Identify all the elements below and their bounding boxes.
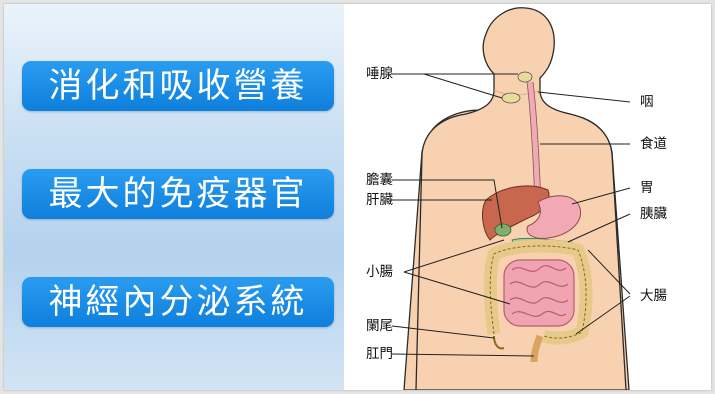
label-liver: 肝臟	[366, 192, 393, 208]
label-pancreas: 胰臟	[640, 206, 667, 222]
label-small-intestine: 小腸	[366, 264, 393, 280]
label-stomach: 胃	[640, 180, 654, 196]
topic-neuroendocrine-system: 神經內分泌系統	[22, 277, 334, 327]
label-salivary-gland: 唾腺	[366, 66, 393, 82]
small-intestine	[504, 260, 574, 326]
label-appendix: 闌尾	[366, 318, 393, 334]
digestive-system-illustration	[344, 4, 711, 390]
salivary-gland-upper	[518, 72, 532, 82]
label-gallbladder: 膽囊	[366, 172, 393, 188]
label-anus: 肛門	[366, 346, 393, 362]
topic-largest-immune-organ: 最大的免疫器官	[22, 169, 334, 219]
salivary-gland-lower	[502, 93, 520, 103]
label-esophagus: 食道	[640, 136, 667, 152]
gallbladder	[495, 224, 511, 236]
topic-digestion-absorption: 消化和吸收營養	[22, 61, 334, 111]
slide: 消化和吸收營養 最大的免疫器官 神經內分泌系統	[4, 4, 711, 390]
topics-panel: 消化和吸收營養 最大的免疫器官 神經內分泌系統	[4, 4, 344, 390]
digestive-system-diagram: 唾腺 咽 食道 膽囊 肝臟 胃 胰臟 小腸 大腸 闌尾 肛門	[344, 4, 711, 390]
label-large-intestine: 大腸	[640, 288, 667, 304]
label-pharynx: 咽	[640, 94, 654, 110]
